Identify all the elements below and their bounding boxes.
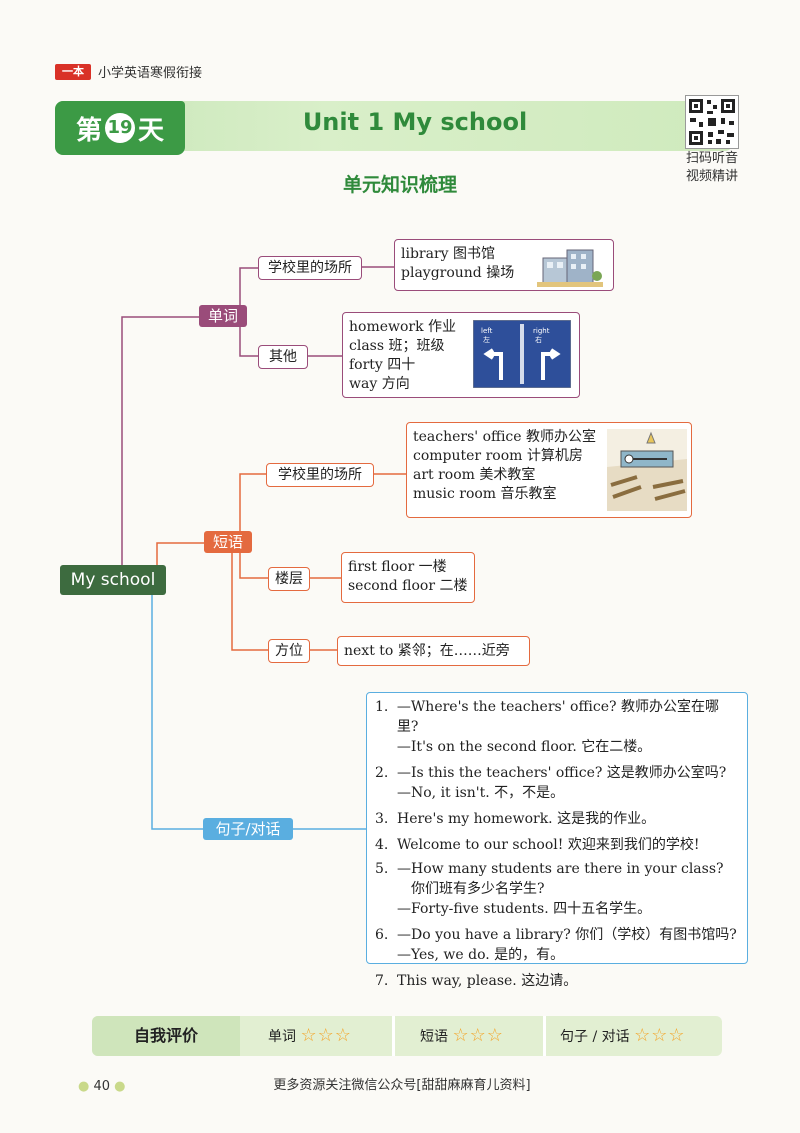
day-prefix: 第 xyxy=(75,115,102,146)
words-places-label: 学校里的场所 xyxy=(258,256,362,280)
phrases-places-label: 学校里的场所 xyxy=(266,463,374,487)
sentence-line: —Where's the teachers' office? 教师办公室在哪里? xyxy=(396,699,719,735)
phrases-place-item: computer room 计算机房 xyxy=(413,448,583,464)
page-number: ● 40 ● xyxy=(78,1079,126,1094)
sentence-line: —Forty-five students. 四十五名学生。 xyxy=(397,901,652,917)
words-place-item: library 图书馆 xyxy=(401,246,496,262)
star-rating-icon[interactable]: ☆☆☆ xyxy=(634,1025,686,1046)
sentence-line: Here's my homework. 这是我的作业。 xyxy=(397,811,656,827)
phrases-floor-item: first floor 一楼 xyxy=(348,559,447,575)
sign-left-label: left xyxy=(481,327,493,335)
phrases-direction-item: next to 紧邻；在……近旁 xyxy=(344,643,510,659)
sentence-line: —Yes, we do. 是的，有。 xyxy=(397,947,565,963)
library-building-icon xyxy=(537,249,603,287)
qr-code-icon[interactable] xyxy=(685,95,739,149)
sentence-item-4: 4. Welcome to our school! 欢迎来到我们的学校! xyxy=(375,835,739,855)
evaluation-divider xyxy=(543,1016,546,1056)
branch-sentences: 句子/对话 xyxy=(203,818,293,840)
classroom-illustration-icon xyxy=(607,429,687,511)
evaluation-item-words: 单词 ☆☆☆ xyxy=(268,1016,352,1056)
sentence-item-6: 6. —Do you have a library? 你们（学校）有图书馆吗? … xyxy=(375,925,739,965)
section-title: 单元知识梳理 xyxy=(342,174,457,196)
unit-title: Unit 1 My school xyxy=(302,108,528,136)
sentence-line: Welcome to our school! 欢迎来到我们的学校! xyxy=(397,837,700,853)
self-evaluation-title: 自我评价 xyxy=(92,1016,240,1056)
bullet-dot-icon: ● xyxy=(78,1079,90,1094)
qr-caption-line1: 扫码听音 xyxy=(685,151,738,166)
words-places-box: library 图书馆 playground 操场 xyxy=(394,239,614,291)
sentence-number: 7. xyxy=(375,973,389,989)
qr-caption: 扫码听音 视频精讲 xyxy=(676,150,748,186)
sentence-line: —How many students are there in your cla… xyxy=(397,861,724,877)
evaluation-item-phrases: 短语 ☆☆☆ xyxy=(420,1016,504,1056)
phrases-floor-label: 楼层 xyxy=(268,567,310,591)
sentence-item-2: 2. —Is this the teachers' office? 这是教师办公… xyxy=(375,763,739,803)
evaluation-label: 短语 xyxy=(420,1029,448,1045)
words-place-item: playground 操场 xyxy=(401,265,515,281)
sentence-number: 4. xyxy=(375,837,389,853)
star-rating-icon[interactable]: ☆☆☆ xyxy=(300,1025,352,1046)
phrases-direction-label: 方位 xyxy=(268,639,310,663)
branch-phrases: 短语 xyxy=(204,531,252,553)
sentence-number: 3. xyxy=(375,811,389,827)
day-suffix: 天 xyxy=(138,115,165,146)
sign-right-label: right xyxy=(533,327,550,335)
sign-right-cn: 右 xyxy=(535,335,542,344)
evaluation-item-sentences: 句子 / 对话 ☆☆☆ xyxy=(560,1016,686,1056)
sentence-line: —No, it isn't. 不，不是。 xyxy=(397,785,565,801)
words-others-box: homework 作业 class 班；班级 forty 四十 way 方向 l… xyxy=(342,312,580,398)
footer-note: 更多资源关注微信公众号[甜甜麻麻育儿资料] xyxy=(273,1078,531,1093)
sentence-number: 6. xyxy=(375,927,389,943)
sentence-item-5: 5. —How many students are there in your … xyxy=(375,859,739,919)
sentences-box: 1. —Where's the teachers' office? 教师办公室在… xyxy=(366,692,748,989)
day-tab: 第 19 天 xyxy=(55,101,185,155)
qr-caption-line2: 视频精讲 xyxy=(685,169,738,184)
sentence-item-1: 1. —Where's the teachers' office? 教师办公室在… xyxy=(375,697,739,757)
mindmap-root: My school xyxy=(60,565,166,595)
sentence-number: 2. xyxy=(375,765,389,781)
phrases-places-box: teachers' office 教师办公室 computer room 计算机… xyxy=(406,422,692,518)
words-others-label: 其他 xyxy=(258,345,308,369)
day-number: 19 xyxy=(105,113,135,143)
sentence-item-3: 3. Here's my homework. 这是我的作业。 xyxy=(375,809,739,829)
sentence-item-7: 7. This way, please. 这边请。 xyxy=(375,971,739,991)
sentence-line: This way, please. 这边请。 xyxy=(397,973,578,989)
sentence-number: 1. xyxy=(375,699,389,715)
direction-sign-icon: left 左 right 右 xyxy=(473,320,571,388)
branch-words: 单词 xyxy=(199,305,247,327)
bullet-dot-icon: ● xyxy=(114,1079,126,1094)
words-other-item: class 班；班级 xyxy=(349,338,445,354)
phrases-place-item: teachers' office 教师办公室 xyxy=(413,429,597,445)
words-other-item: way 方向 xyxy=(349,376,410,392)
words-other-item: homework 作业 xyxy=(349,319,457,335)
phrases-floor-box: first floor 一楼 second floor 二楼 xyxy=(341,552,475,603)
sign-left-cn: 左 xyxy=(483,335,490,344)
series-title: 小学英语寒假衔接 xyxy=(98,66,203,81)
phrases-floor-item: second floor 二楼 xyxy=(348,578,468,594)
page-number-value: 40 xyxy=(93,1079,111,1094)
sentence-line: —It's on the second floor. 它在二楼。 xyxy=(396,739,652,755)
sentence-line: —Is this the teachers' office? 这是教师办公室吗? xyxy=(397,765,727,781)
phrases-direction-box: next to 紧邻；在……近旁 xyxy=(337,636,530,666)
phrases-place-item: music room 音乐教室 xyxy=(413,486,557,502)
words-other-item: forty 四十 xyxy=(349,357,416,373)
brand-logo: 一本 xyxy=(55,64,91,80)
sentence-line: —Do you have a library? 你们（学校）有图书馆吗? xyxy=(397,927,737,943)
sentence-number: 5. xyxy=(375,861,389,877)
sentence-line: 你们班有多少名学生? xyxy=(411,881,545,897)
phrases-place-item: art room 美术教室 xyxy=(413,467,536,483)
star-rating-icon[interactable]: ☆☆☆ xyxy=(452,1025,504,1046)
evaluation-divider xyxy=(392,1016,395,1056)
evaluation-label: 句子 / 对话 xyxy=(560,1029,630,1045)
evaluation-label: 单词 xyxy=(268,1029,296,1045)
